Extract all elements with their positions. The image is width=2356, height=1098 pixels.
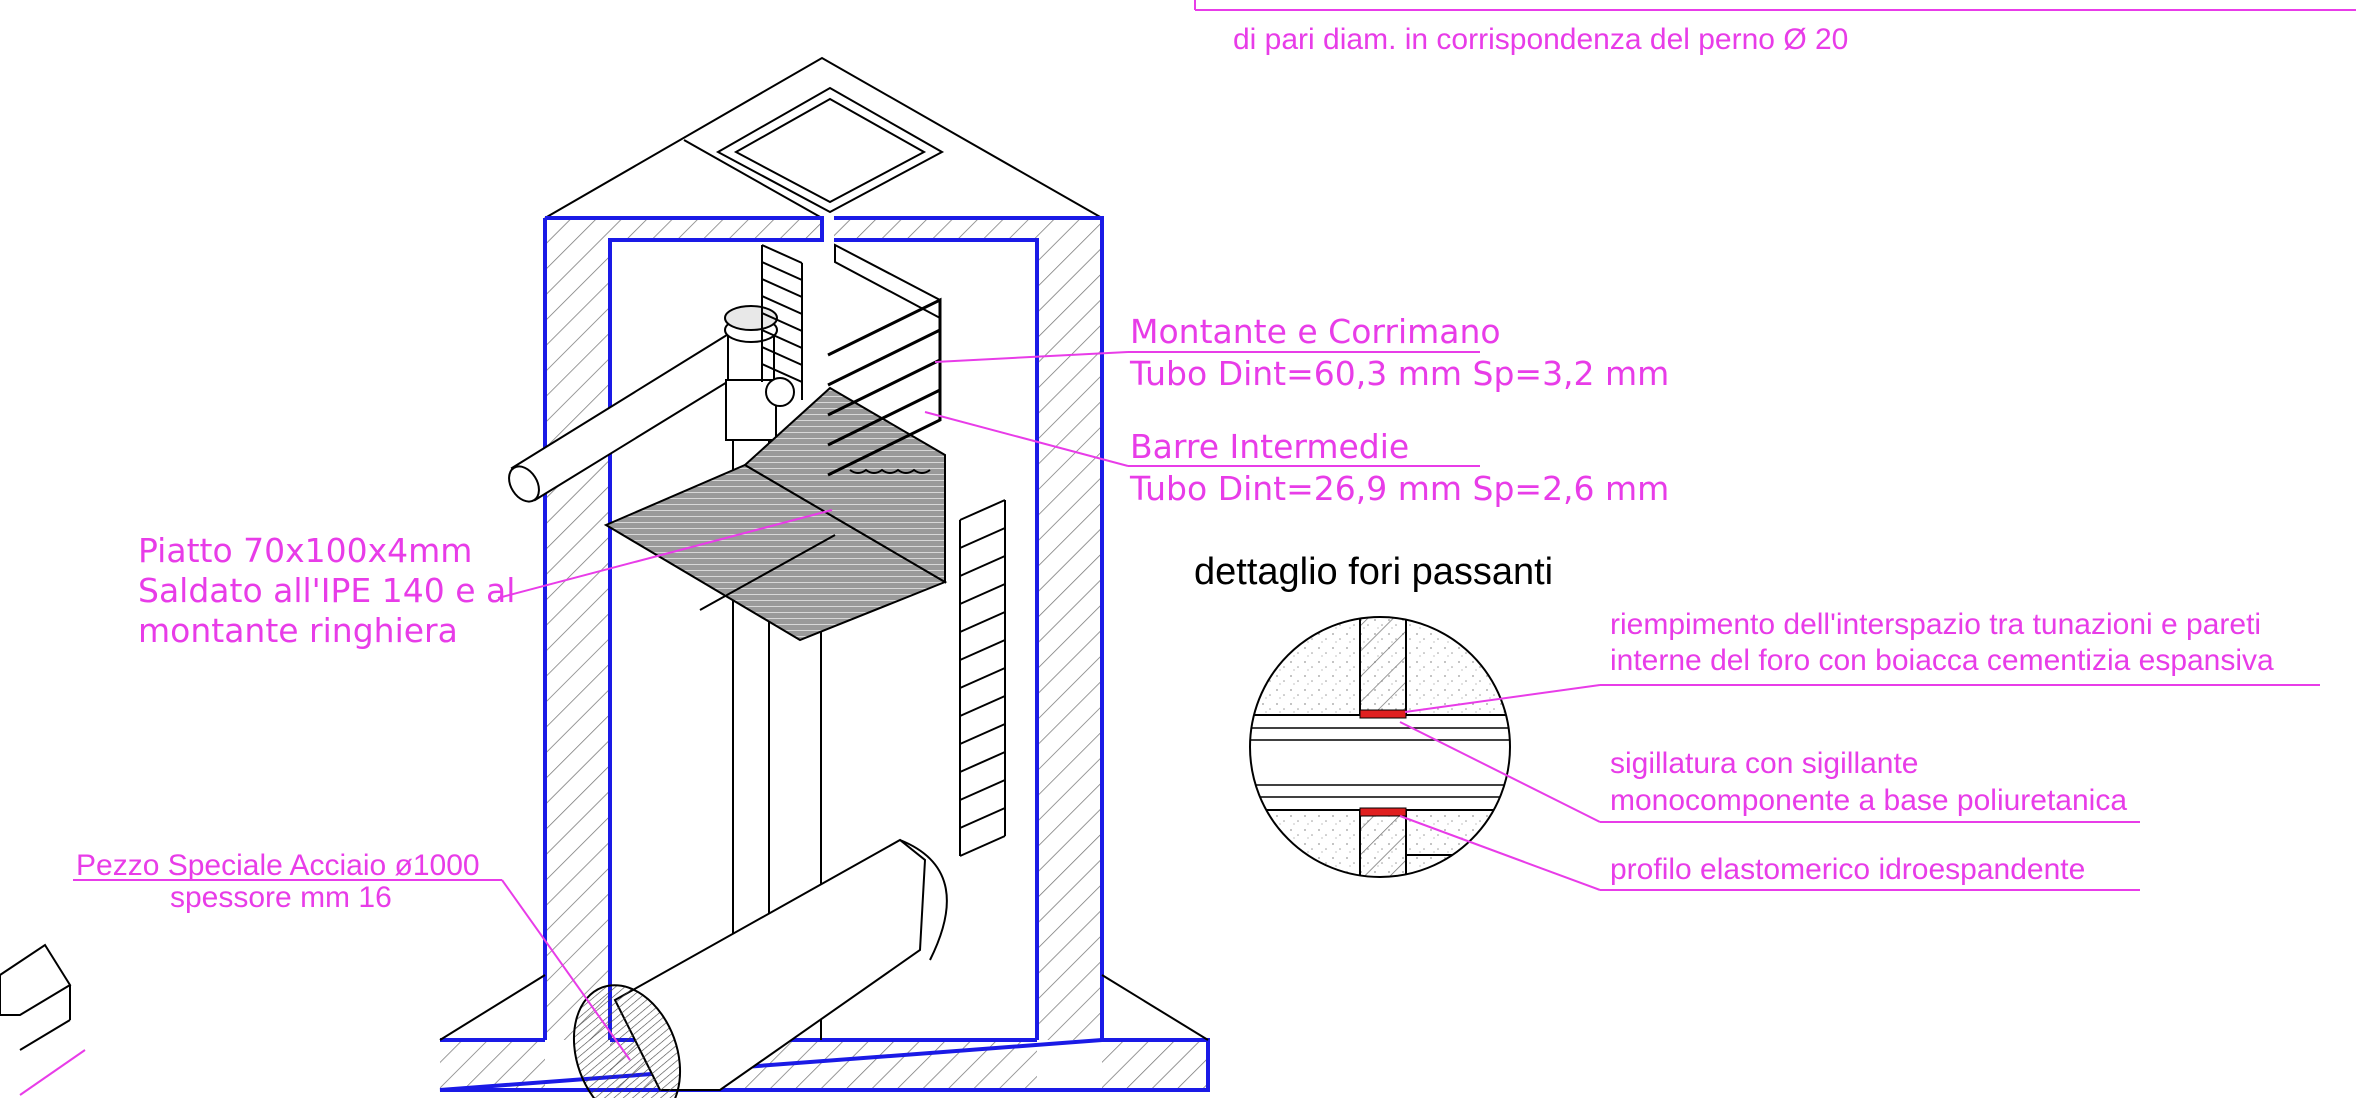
grating-platform: [603, 386, 948, 642]
left-wall-hatch: [545, 218, 822, 1040]
upper-rail: [834, 243, 941, 320]
riempimento-line-1: riempimento dell'interspazio tra tunazio…: [1610, 608, 2261, 641]
riempimento-annotation: riempimento dell'interspazio tra tunazio…: [1404, 608, 2320, 713]
barre-title: Barre Intermedie: [1130, 427, 1409, 466]
barre-spec: Tubo Dint=26,9 mm Sp=2,6 mm: [1129, 469, 1669, 508]
manhole-chamber: [0, 56, 1210, 1098]
montante-title: Montante e Corrimano: [1130, 312, 1501, 351]
detail-title: dettaglio fori passanti: [1194, 551, 1553, 593]
roof-outline: [544, 56, 1103, 219]
right-wall-outline: [834, 216, 1104, 1040]
top-note-text: di pari diam. in corrispondenza del pern…: [1233, 23, 1848, 56]
manhole-cover: [715, 86, 945, 214]
detail-section: [1249, 616, 1511, 878]
railing: [827, 297, 942, 477]
piatto-line-3: montante ringhiera: [138, 611, 458, 650]
adjacent-block: [0, 943, 86, 1096]
roof-ridge-line: [683, 139, 823, 219]
piatto-annotation: Piatto 70x100x4mm Saldato all'IPE 140 e …: [138, 509, 833, 650]
montante-annotation: Montante e Corrimano Tubo Dint=60,3 mm S…: [934, 312, 1669, 393]
horizontal-arm-pipe: [508, 305, 795, 503]
piatto-line-2: Saldato all'IPE 140 e al: [138, 571, 515, 610]
barre-annotation: Barre Intermedie Tubo Dint=26,9 mm Sp=2,…: [924, 411, 1669, 508]
riempimento-line-2: interne del foro con boiacca cementizia …: [1610, 644, 2274, 677]
montante-spec: Tubo Dint=60,3 mm Sp=3,2 mm: [1129, 354, 1669, 393]
pezzo-annotation: Pezzo Speciale Acciaio ø1000 spessore mm…: [73, 849, 631, 1061]
lower-ladder: [959, 499, 1006, 857]
left-wall-outline: [543, 216, 824, 1040]
pezzo-line-1: Pezzo Speciale Acciaio ø1000: [76, 849, 480, 882]
profilo-annotation: profilo elastomerico idroespandente: [1399, 815, 2140, 891]
sigillatura-line-2: monocomponente a base poliuretanica: [1610, 784, 2127, 817]
upper-ladder: [761, 244, 803, 400]
piatto-line-1: Piatto 70x100x4mm: [138, 531, 472, 570]
sigillatura-line-1: sigillatura con sigillante: [1610, 747, 1919, 780]
sigillatura-annotation: sigillatura con sigillante monocomponent…: [1399, 721, 2140, 823]
pezzo-line-2: spessore mm 16: [170, 881, 392, 914]
right-wall-hatch: [834, 218, 1102, 1040]
profilo-text: profilo elastomerico idroespandente: [1610, 853, 2085, 886]
